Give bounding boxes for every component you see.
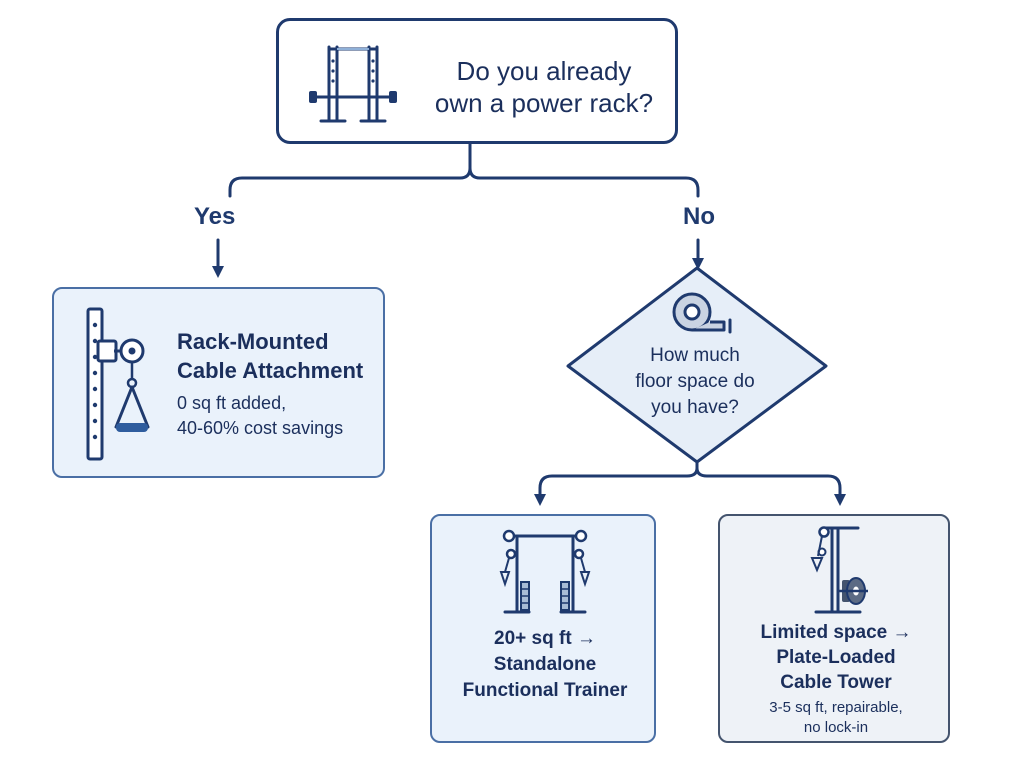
rack-pulley-icon bbox=[86, 307, 150, 461]
tape-measure-icon bbox=[672, 292, 732, 334]
power-rack-icon bbox=[309, 45, 397, 123]
space-question-line-1: How much bbox=[650, 345, 740, 366]
connector-space-stem-left bbox=[534, 460, 699, 506]
cable-tower-icon bbox=[810, 526, 868, 614]
trainer-line-2: Standalone bbox=[493, 654, 597, 675]
space-question-line-2: floor space do bbox=[635, 371, 755, 392]
trainer-line-3: Functional Trainer bbox=[462, 680, 628, 701]
connector-question-stem bbox=[228, 142, 472, 198]
rack-attachment-detail: 0 sq ft added, 40-60% cost savings bbox=[177, 391, 387, 441]
connector-space-stem-right bbox=[695, 466, 846, 506]
space-question-diamond bbox=[566, 266, 828, 464]
rack-title-line-2: Cable Attachment bbox=[177, 358, 364, 383]
tower-line-3: Cable Tower bbox=[780, 672, 892, 693]
tower-detail-line-1: 3-5 sq ft, repairable, bbox=[769, 699, 903, 716]
question-text: Do you already own a power rack? bbox=[419, 55, 669, 119]
space-question-text: How much floor space do you have? bbox=[595, 343, 795, 421]
functional-trainer-icon bbox=[499, 529, 591, 614]
tower-detail-line-2: no lock-in bbox=[803, 719, 869, 736]
branch-yes-label: Yes bbox=[194, 203, 236, 230]
question-line-1: Do you already bbox=[456, 56, 632, 86]
connector-question-stem-right bbox=[468, 166, 700, 198]
rack-detail-line-2: 40-60% cost savings bbox=[177, 418, 344, 438]
rack-attachment-title: Rack-Mounted Cable Attachment bbox=[177, 327, 377, 385]
branch-no-label: No bbox=[683, 203, 715, 230]
tower-line-2: Plate-Loaded bbox=[776, 647, 896, 668]
functional-trainer-box: 20+ sq ft → Standalone Functional Traine… bbox=[430, 514, 656, 743]
tower-line-1: Limited space → bbox=[760, 622, 912, 643]
question-box: Do you already own a power rack? bbox=[276, 18, 678, 144]
space-question-line-3: you have? bbox=[651, 397, 739, 418]
functional-trainer-text: 20+ sq ft → Standalone Functional Traine… bbox=[432, 626, 658, 704]
rack-detail-line-1: 0 sq ft added, bbox=[177, 393, 287, 413]
question-line-2: own a power rack? bbox=[434, 88, 654, 118]
cable-tower-box: Limited space → Plate-Loaded Cable Tower… bbox=[718, 514, 950, 743]
rack-attachment-box: Rack-Mounted Cable Attachment 0 sq ft ad… bbox=[52, 287, 385, 478]
rack-title-line-1: Rack-Mounted bbox=[177, 329, 329, 354]
cable-tower-detail: 3-5 sq ft, repairable, no lock-in bbox=[720, 698, 952, 738]
cable-tower-title: Limited space → Plate-Loaded Cable Tower bbox=[720, 620, 952, 695]
trainer-line-1: 20+ sq ft → bbox=[494, 628, 596, 649]
